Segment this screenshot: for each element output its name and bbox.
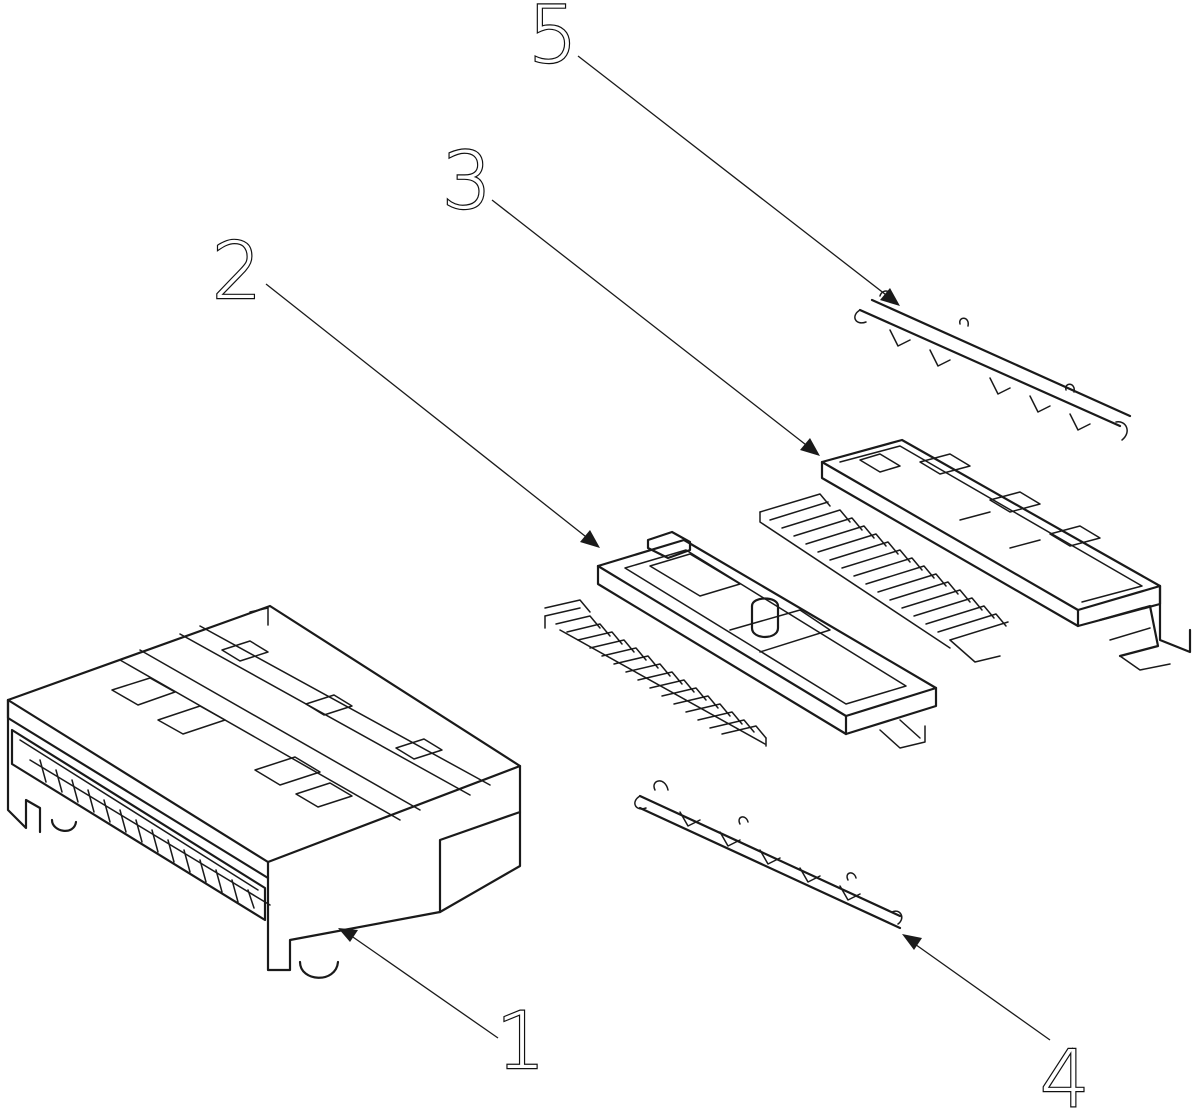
callout-3-label: 3 <box>442 137 492 227</box>
callout-4-label: 4 <box>1040 1035 1090 1116</box>
leader-1 <box>338 928 499 1039</box>
part-2-lower-terminal-module <box>544 530 938 749</box>
callout-1-label: 1 <box>496 997 546 1087</box>
part-3-upper-terminal-module <box>759 438 1192 671</box>
callout-2-label: 2 <box>212 227 262 317</box>
part-5-upper-ground-strip <box>854 290 1132 441</box>
callout-labels: 1 2 3 4 5 <box>211 0 1091 1116</box>
leader-5 <box>577 55 900 306</box>
part-4-lower-ground-strip <box>634 780 903 930</box>
leader-2 <box>265 283 600 548</box>
leader-lines <box>265 55 1051 1041</box>
leader-4 <box>902 934 1051 1041</box>
leader-3 <box>491 199 820 456</box>
callout-5-label: 5 <box>528 0 578 81</box>
part-1-housing <box>6 604 522 979</box>
